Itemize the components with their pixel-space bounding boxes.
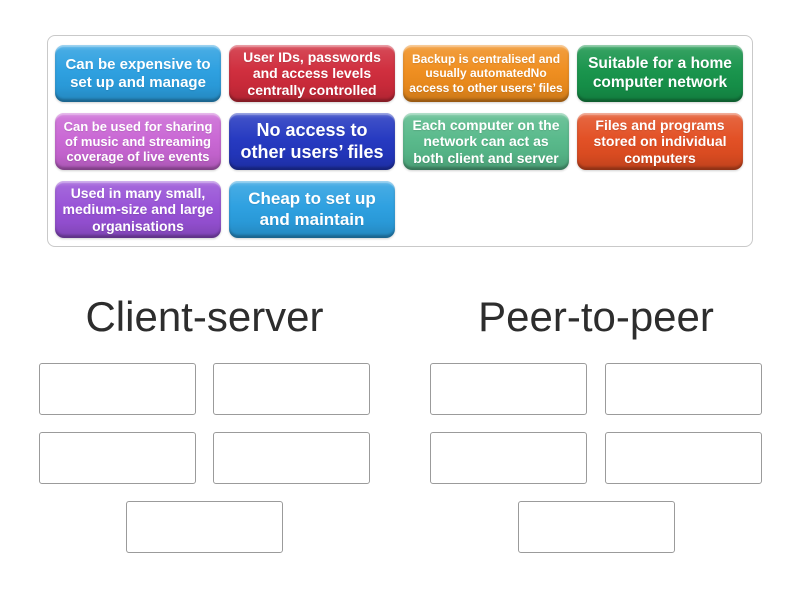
drop-slot[interactable] bbox=[39, 363, 196, 415]
slot-grid bbox=[430, 363, 762, 553]
draggable-tile[interactable]: Suitable for a home computer network bbox=[577, 45, 743, 102]
drop-slot[interactable] bbox=[605, 363, 762, 415]
draggable-tile[interactable]: Can be expensive to set up and manage bbox=[55, 45, 221, 102]
drop-slot[interactable] bbox=[126, 501, 283, 553]
category-title: Peer-to-peer bbox=[478, 293, 714, 340]
draggable-tile[interactable]: No access to other users’ files bbox=[229, 113, 395, 170]
drop-slot[interactable] bbox=[213, 432, 370, 484]
drop-slot[interactable] bbox=[517, 501, 675, 553]
drop-slot[interactable] bbox=[430, 432, 587, 484]
drop-slot[interactable] bbox=[213, 363, 370, 415]
draggable-tile[interactable]: Cheap to set up and maintain bbox=[229, 181, 395, 238]
drop-slot[interactable] bbox=[430, 363, 587, 415]
drop-slot[interactable] bbox=[605, 432, 762, 484]
draggable-tile[interactable]: User IDs, passwords and access levels ce… bbox=[229, 45, 395, 102]
draggable-tile[interactable]: Backup is centralised and usually automa… bbox=[403, 45, 569, 102]
draggable-tile[interactable]: Files and programs stored on individual … bbox=[577, 113, 743, 170]
category-peer-to-peer: Peer-to-peer bbox=[430, 294, 762, 553]
draggable-tile[interactable]: Used in many small, medium-size and larg… bbox=[55, 181, 221, 238]
tile-tray: Can be expensive to set up and manage Us… bbox=[47, 35, 753, 247]
category-client-server: Client-server bbox=[39, 294, 370, 553]
category-title: Client-server bbox=[85, 293, 324, 340]
draggable-tile[interactable]: Can be used for sharing of music and str… bbox=[55, 113, 221, 170]
draggable-tile[interactable]: Each computer on the network can act as … bbox=[403, 113, 569, 170]
slot-grid bbox=[39, 363, 370, 553]
drop-slot[interactable] bbox=[39, 432, 196, 484]
